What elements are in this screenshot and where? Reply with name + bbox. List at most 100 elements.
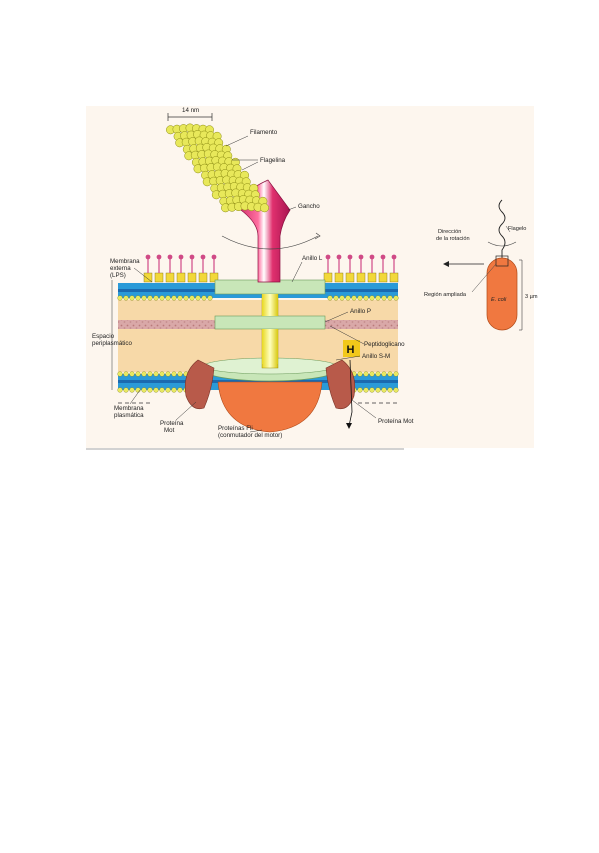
lipid-head (333, 295, 339, 301)
label-anillo-l: Anillo L (302, 255, 323, 262)
lipid-head (177, 371, 183, 377)
lipid-head (147, 371, 153, 377)
lipid-head (165, 295, 171, 301)
rotation-arc (221, 235, 319, 250)
lps-antigen (380, 254, 386, 260)
lipid-head (177, 387, 183, 393)
label-proteina-mot-left-2: Mot (164, 427, 175, 434)
lipid-head (129, 295, 135, 301)
lps-antigen (347, 254, 353, 260)
label-e-coli: E. coli (491, 297, 507, 303)
lps-antigen (336, 254, 342, 260)
label-membrana-externa-1: Membrana (110, 258, 140, 265)
lipid-head (135, 371, 141, 377)
mot-protein-right (325, 359, 356, 410)
lps-core (334, 272, 344, 283)
proton-path (348, 359, 353, 427)
lipid-head (363, 387, 369, 393)
fli-proteins (217, 381, 323, 433)
lipid-head (135, 387, 141, 393)
lps-antigen (211, 254, 217, 260)
lps-core (389, 272, 399, 283)
lipid-head (387, 295, 393, 301)
h-marker: H (347, 344, 355, 356)
lipid-head (375, 295, 381, 301)
label-peptidoglicano: Peptidoglicano (364, 341, 405, 348)
filament (166, 123, 269, 213)
lipid-head (339, 295, 345, 301)
flagellin-bead (260, 203, 269, 213)
label-flagelina: Flagelina (260, 157, 286, 164)
lps-core (154, 272, 164, 283)
lipid-head (159, 387, 165, 393)
lps-core (165, 272, 175, 283)
lipid-head (363, 295, 369, 301)
lps-antigen (200, 254, 206, 260)
lipid-head (207, 295, 213, 301)
lipid-head (357, 371, 363, 377)
lipid-head (153, 295, 159, 301)
lipid-head (177, 295, 183, 301)
lipid-head (189, 295, 195, 301)
lipid-head (129, 387, 135, 393)
lipid-head (381, 295, 387, 301)
lipid-head (117, 371, 123, 377)
label-filamento: Filamento (250, 129, 278, 136)
label-membrana-externa-3: (LPS) (110, 272, 126, 279)
lps-core (378, 272, 388, 283)
inset-rotation-arc (487, 241, 517, 247)
lipid-head (201, 295, 207, 301)
label-proteinas-fli-1: Proteínas Fli (218, 425, 253, 432)
rod-shaft-low (262, 329, 278, 364)
lipid-head (123, 387, 129, 393)
lipid-head (159, 371, 165, 377)
lipid-head (357, 387, 363, 393)
lipid-head (387, 371, 393, 377)
lps-antigen (189, 254, 195, 260)
rotation-arrow-head (314, 232, 321, 240)
lps-antigen (167, 254, 173, 260)
label-membrana-externa-2: externa (110, 265, 131, 272)
lipid-head (165, 387, 171, 393)
lipid-head (141, 371, 147, 377)
lipid-head (135, 295, 141, 301)
leader-lines (129, 135, 377, 433)
ecoli-cell (486, 257, 518, 331)
lipid-head (375, 387, 381, 393)
lipid-head (387, 387, 393, 393)
lipid-head (171, 295, 177, 301)
lipid-head (147, 387, 153, 393)
lipid-head (141, 295, 147, 301)
label-direccion-2: de la rotación (436, 236, 470, 242)
lipid-head (369, 295, 375, 301)
lps-antigen (391, 254, 397, 260)
lipid-head (357, 295, 363, 301)
h-box (343, 340, 360, 357)
inset-flagellum (498, 199, 506, 258)
label-gancho: Gancho (298, 203, 320, 210)
lps-antigen (369, 254, 375, 260)
label-proteina-mot-left-1: Proteína (160, 420, 184, 427)
enlarged-region-box (495, 255, 509, 267)
lps-core (356, 272, 366, 283)
lps-antigen (178, 254, 184, 260)
label-proteinas-fli-2: (conmutador del motor) (218, 432, 282, 439)
label-membrana-plasmatica-1: Membrana (114, 405, 144, 412)
outer-membrane (117, 254, 399, 301)
lipid-head (345, 295, 351, 301)
label-membrana-plasmatica-2: plasmática (114, 412, 144, 419)
lipid-head (375, 371, 381, 377)
lps-core (143, 272, 153, 283)
lps-core (345, 272, 355, 283)
lipid-head (141, 387, 147, 393)
lipid-head (381, 371, 387, 377)
lipid-head (159, 295, 165, 301)
lipid-head (327, 295, 333, 301)
lipid-head (369, 371, 375, 377)
lipid-head (117, 295, 123, 301)
lipid-head (369, 387, 375, 393)
lipid-head (183, 295, 189, 301)
lipid-head (165, 371, 171, 377)
